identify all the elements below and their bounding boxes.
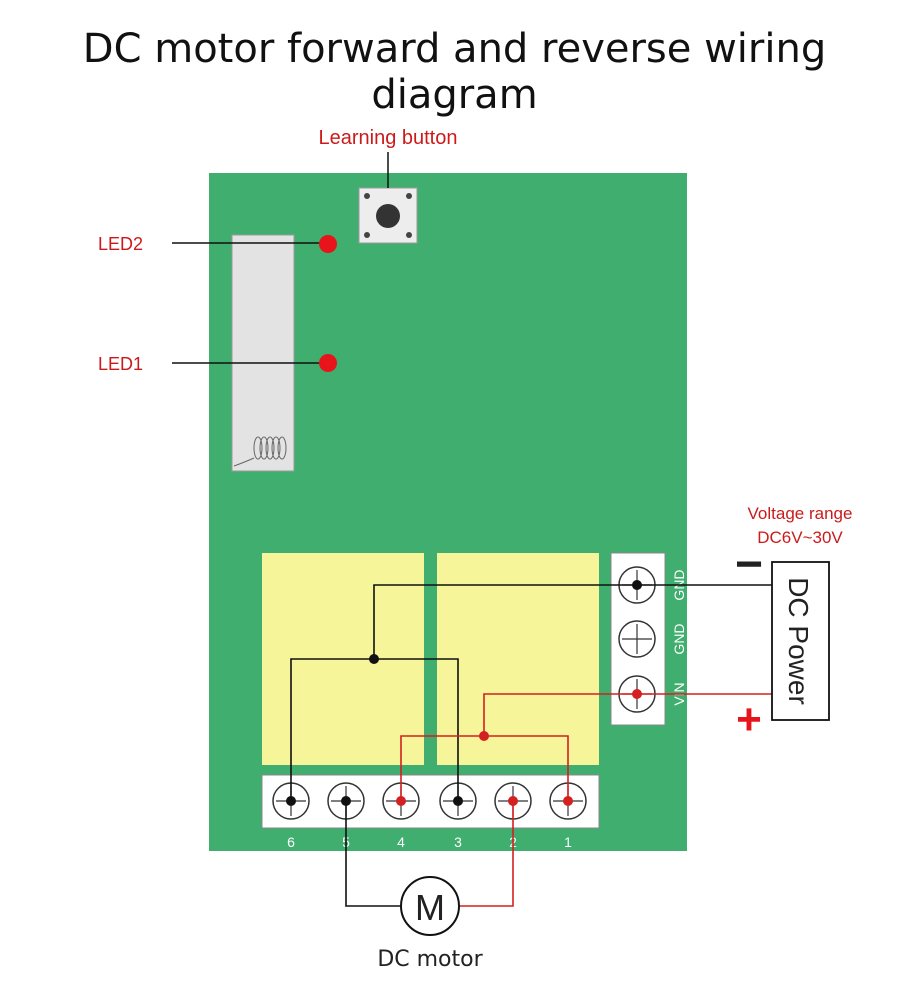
led1-indicator	[319, 354, 337, 372]
led2-indicator	[319, 235, 337, 253]
dc-power-source	[771, 561, 830, 721]
led2-label: LED2	[98, 234, 143, 254]
junction-black	[369, 654, 379, 664]
learning-button-label: Learning button	[318, 127, 457, 149]
power-terminal-gnd-2	[618, 620, 656, 658]
relay-2	[437, 553, 599, 765]
output-terminal-label: 3	[454, 834, 462, 850]
output-terminal-label: 6	[287, 834, 295, 850]
antenna-coil-icon	[233, 436, 287, 467]
button-cap-icon	[376, 204, 400, 228]
motor-symbol: M	[415, 887, 445, 928]
diagram-title: DC motor forward and reverse wiring diag…	[82, 26, 827, 118]
terminal-label-gnd-2: GND	[671, 623, 687, 654]
plus-sign: +	[736, 695, 762, 744]
voltage-range-value: DC6V~30V	[757, 528, 843, 547]
output-terminal-label: 4	[397, 834, 405, 850]
led1-label: LED1	[98, 354, 143, 374]
output-terminal-block	[261, 774, 600, 829]
red-wires	[400, 693, 772, 907]
minus-sign: −	[735, 538, 763, 591]
output-terminal-label: 1	[564, 834, 572, 850]
motor-caption: DC motor	[377, 947, 483, 972]
voltage-range-label: Voltage range	[748, 504, 853, 523]
junction-red	[479, 731, 489, 741]
dc-motor	[400, 876, 460, 936]
dc-power-label: DC Power	[783, 577, 814, 705]
receiver-module	[231, 234, 295, 472]
